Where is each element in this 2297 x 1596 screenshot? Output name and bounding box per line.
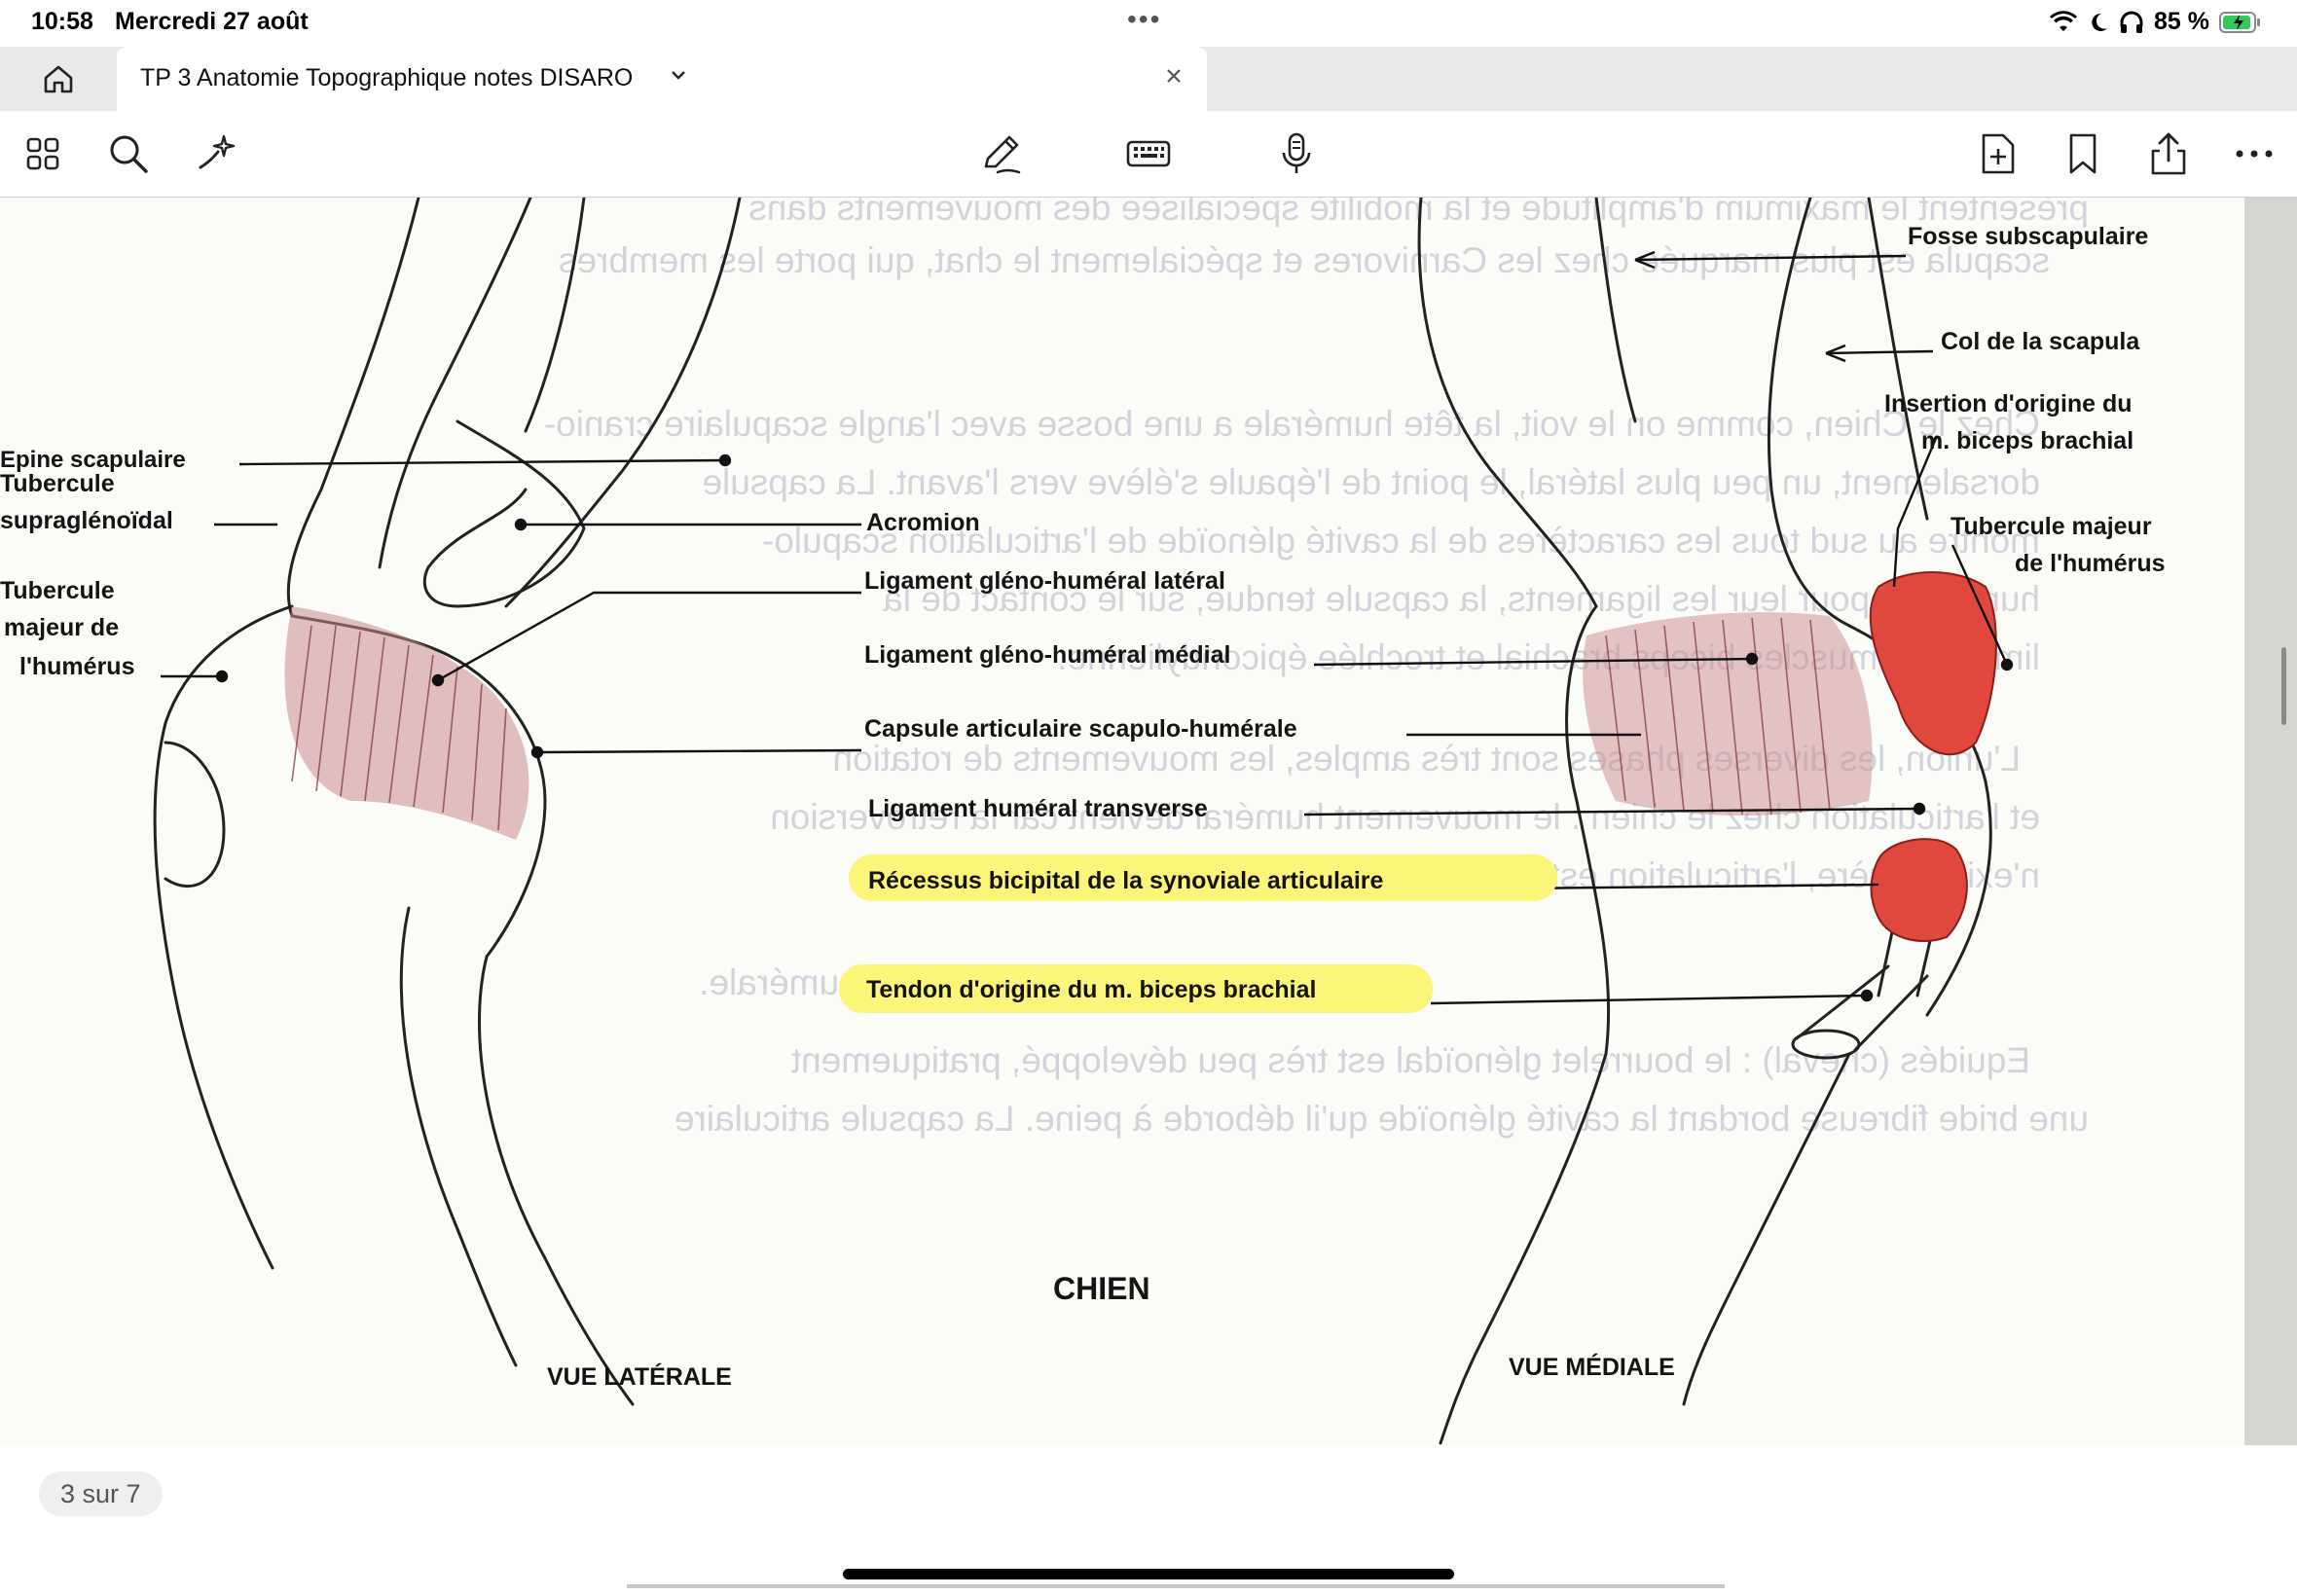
search-button[interactable] xyxy=(103,128,154,179)
status-date: Mercredi 27 août xyxy=(115,8,309,35)
label-capsule-articulaire: Capsule articulaire scapulo-humérale xyxy=(864,715,1297,743)
home-button[interactable] xyxy=(29,54,88,103)
label-col-scapula: Col de la scapula xyxy=(1941,328,2140,355)
label-tendon-biceps: Tendon d'origine du m. biceps brachial xyxy=(866,976,1317,1003)
biceps-insertion-red xyxy=(1869,571,1997,756)
label-tubercule-majeur-lat-1: Tubercule xyxy=(0,577,115,604)
battery-percent: 85 % xyxy=(2154,8,2209,35)
label-insertion-1: Insertion d'origine du xyxy=(1884,390,2133,417)
grid-view-button[interactable] xyxy=(18,128,68,179)
dictation-button[interactable] xyxy=(1271,128,1322,179)
label-recessus-bicipital: Récessus bicipital de la synoviale artic… xyxy=(868,867,1384,894)
status-bar: 10:58 Mercredi 27 août ••• 85 % xyxy=(0,0,2297,47)
home-indicator[interactable] xyxy=(843,1569,1454,1579)
page-indicator: 3 sur 7 xyxy=(39,1471,163,1516)
keyboard-icon xyxy=(1126,140,1171,167)
document-tab[interactable]: TP 3 Anatomie Topographique notes DISARO xyxy=(117,47,1207,111)
page-edge xyxy=(2244,198,2297,1445)
tab-close-icon[interactable] xyxy=(1160,62,1187,94)
toolbar xyxy=(0,111,2297,198)
label-tubercule-majeur-med-2: de l'humérus xyxy=(2015,550,2166,577)
document-viewer[interactable]: présentent le maximum d'amplitude et la … xyxy=(0,198,2297,1445)
scanned-page: présentent le maximum d'amplitude et la … xyxy=(0,198,2244,1445)
label-tubercule-majeur-lat-2: majeur de xyxy=(4,614,120,641)
label-vue-laterale: VUE LATÉRALE xyxy=(547,1363,732,1391)
capsule-medial xyxy=(1583,612,1873,816)
label-acromion: Acromion xyxy=(866,509,980,536)
pen-tool-button[interactable] xyxy=(975,128,1026,179)
microphone-icon xyxy=(1282,132,1311,173)
bookmark-button[interactable] xyxy=(2058,128,2108,179)
bookmark-icon xyxy=(2069,133,2096,174)
home-icon xyxy=(44,65,73,93)
status-right: 85 % xyxy=(2049,8,2262,36)
multitasking-dots-icon[interactable]: ••• xyxy=(1127,4,1162,34)
moon-icon xyxy=(2092,13,2108,31)
add-page-icon xyxy=(1982,133,2015,174)
tab-title: TP 3 Anatomie Topographique notes DISARO xyxy=(140,64,634,91)
label-epine-scapulaire: Epine scapulaire xyxy=(0,447,186,473)
label-insertion-2: m. biceps brachial xyxy=(1921,427,2134,454)
add-page-button[interactable] xyxy=(1972,128,2023,179)
label-fosse-subscapulaire: Fosse subscapulaire xyxy=(1908,223,2149,250)
shoulder-joint-illustration xyxy=(153,198,2014,1445)
label-tubercule-majeur-med-1: Tubercule majeur xyxy=(1951,513,2152,540)
label-ligament-humeral-transverse: Ligament huméral transverse xyxy=(868,795,1208,822)
keyboard-button[interactable] xyxy=(1123,128,1174,179)
scroll-indicator[interactable] xyxy=(2281,647,2286,725)
label-tubercule-supraglenoidal-2: supraglénoïdal xyxy=(0,507,173,534)
ai-assistant-button[interactable] xyxy=(191,128,241,179)
sparkle-icon xyxy=(199,134,236,169)
headphones-icon xyxy=(2120,11,2143,33)
capsule-lateral xyxy=(284,606,529,840)
search-icon xyxy=(110,135,148,173)
more-button[interactable] xyxy=(2229,128,2279,179)
wifi-icon xyxy=(2050,10,2078,31)
share-icon xyxy=(2151,132,2186,175)
highlight-recessus xyxy=(849,854,1557,901)
more-icon xyxy=(2236,150,2273,158)
label-ligament-gleno-humeral-lateral: Ligament gléno-huméral latéral xyxy=(864,567,1225,595)
label-vue-mediale: VUE MÉDIALE xyxy=(1509,1354,1675,1381)
pen-icon xyxy=(984,135,1021,174)
tab-chevron-down-icon[interactable] xyxy=(668,64,689,91)
label-chien: CHIEN xyxy=(1053,1271,1150,1306)
page-scrubber-track[interactable] xyxy=(627,1584,1725,1588)
label-tubercule-supraglenoidal-1: Tubercule xyxy=(0,470,115,497)
grid-icon xyxy=(26,137,59,170)
highlight-tendon xyxy=(839,964,1433,1013)
tab-bar: TP 3 Anatomie Topographique notes DISARO xyxy=(0,47,2297,111)
battery-charging-icon xyxy=(2219,11,2260,33)
label-ligament-gleno-humeral-medial: Ligament gléno-huméral médial xyxy=(864,641,1231,669)
label-tubercule-majeur-lat-3: l'humérus xyxy=(19,653,135,680)
recessus-red xyxy=(1870,838,1968,942)
status-time: 10:58 xyxy=(31,8,93,35)
share-button[interactable] xyxy=(2143,128,2194,179)
